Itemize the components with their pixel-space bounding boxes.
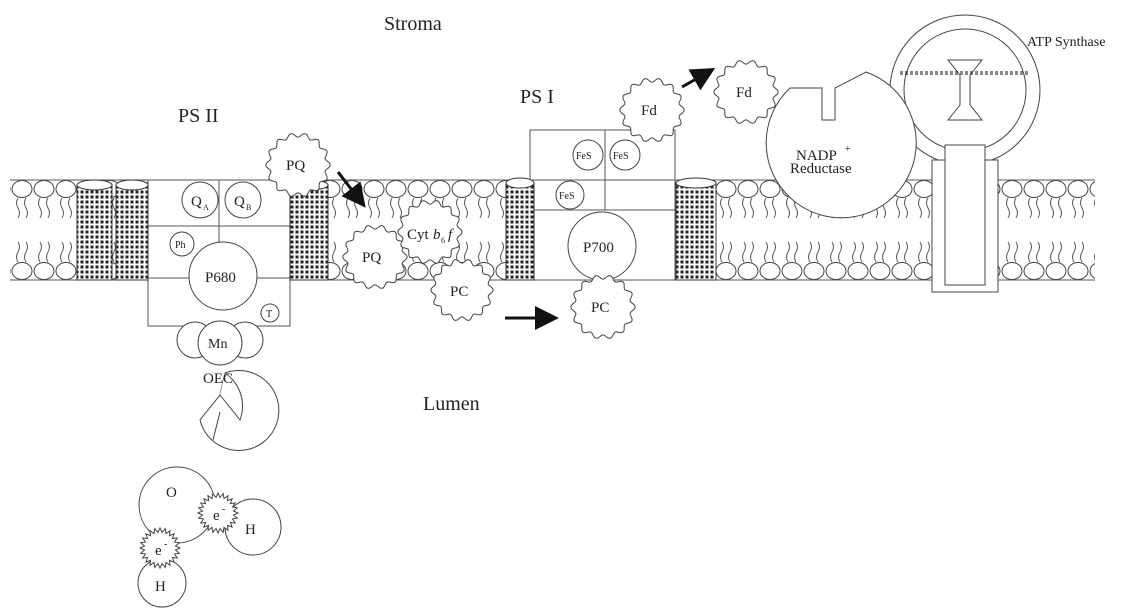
- pq-top-label: PQ: [286, 158, 305, 174]
- atp-synthase-label: ATP Synthase: [1027, 35, 1105, 50]
- ps1-label: PS I: [520, 86, 554, 108]
- stroma-label: Stroma: [384, 13, 442, 35]
- fd-left-label: Fd: [641, 103, 657, 119]
- lumen-label: Lumen: [423, 393, 480, 415]
- pc-left-label: PC: [450, 284, 468, 300]
- p700-label: P700: [583, 240, 614, 256]
- mn-label: Mn: [208, 337, 227, 352]
- qa-sub: A: [203, 203, 209, 212]
- pq-bottom-label: PQ: [362, 250, 381, 266]
- fes3-label: FeS: [559, 191, 575, 202]
- nadp-plus-sup: +: [845, 144, 851, 155]
- oxygen-label: O: [166, 485, 177, 501]
- t-label: T: [266, 309, 272, 320]
- electron-1-sup: -: [222, 504, 225, 515]
- qb-sub: B: [246, 203, 251, 212]
- fes2-label: FeS: [613, 151, 629, 162]
- cyt-label: Cyt: [407, 227, 430, 243]
- oec-label: OEC: [203, 371, 233, 387]
- hydrogen-1-label: H: [245, 522, 256, 538]
- ph-label: Ph: [175, 240, 186, 251]
- cyt-sub-label: 6: [441, 236, 445, 245]
- ps2-label: PS II: [178, 105, 219, 127]
- electron-1-label: e: [213, 508, 220, 524]
- qa-label: Q: [191, 194, 202, 210]
- cyt-b-label: b: [433, 227, 441, 243]
- fd-right-label: Fd: [736, 85, 752, 101]
- fes1-label: FeS: [576, 151, 592, 162]
- reductase-label: Reductase: [790, 161, 852, 177]
- qb-label: Q: [234, 194, 245, 210]
- hydrogen-2-label: H: [155, 579, 166, 595]
- p680-label: P680: [205, 270, 236, 286]
- nadp-reductase: [766, 72, 916, 218]
- electron-2-label: e: [155, 543, 162, 559]
- pc-right-label: PC: [591, 300, 609, 316]
- electron-2-sup: -: [164, 539, 167, 550]
